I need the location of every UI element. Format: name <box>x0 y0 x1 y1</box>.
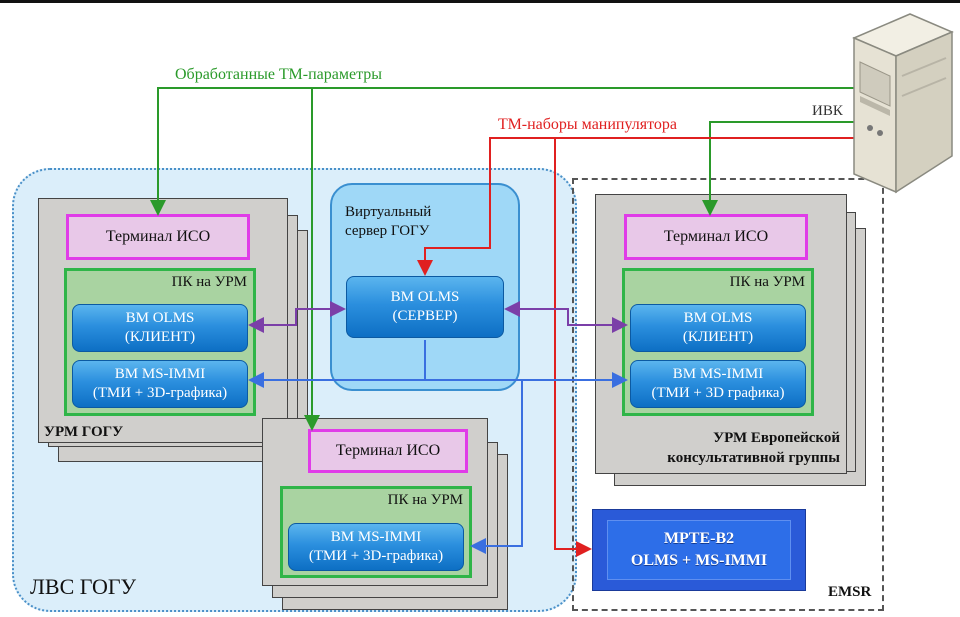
mpte-b2-line1: MPTE-B2 <box>663 530 735 548</box>
urm-euro-title-line2: консультативной группы <box>667 450 840 467</box>
urm-gogu-vm-olms-client: ВМ OLMS (КЛИЕНТ) <box>72 304 248 352</box>
lan-gogu-label: ЛВС ГОГУ <box>30 574 137 599</box>
virtual-server-title-line2: сервер ГОГУ <box>345 222 430 239</box>
urm-gogu-vm-ms-immi: ВМ MS-IMMI (ТМИ + 3D-графика) <box>72 360 248 408</box>
urm-gogu-vm-immi-line1: ВМ MS-IMMI <box>114 366 206 383</box>
urm-euro-pc: ПК на УРМ ВМ OLMS (КЛИЕНТ) ВМ MS-IMMI (Т… <box>622 268 814 416</box>
server-tower-icon <box>852 13 954 194</box>
urm-euro-vm-olms-line1: ВМ OLMS <box>683 310 753 327</box>
urm-euro-vm-olms-client: ВМ OLMS (КЛИЕНТ) <box>630 304 806 352</box>
urm-lower-pc: ПК на УРМ ВМ MS-IMMI (ТМИ + 3D-графика) <box>280 486 472 578</box>
mpte-b2-face: MPTE-B2 OLMS + MS-IMMI <box>607 520 791 580</box>
virtual-server-title: Виртуальный сервер ГОГУ <box>345 203 431 241</box>
urm-gogu-vm-olms-line2: (КЛИЕНТ) <box>124 329 196 345</box>
urm-euro-vm-immi-line1: ВМ MS-IMMI <box>672 366 764 383</box>
urm-gogu-vm-olms-line1: ВМ OLMS <box>125 310 195 327</box>
processed-tm-lines <box>150 87 862 431</box>
urm-euro-title-line1: УРМ Европейской <box>713 430 840 446</box>
virtual-server-title-line1: Виртуальный <box>345 204 432 220</box>
tm-sets-lines <box>417 137 862 557</box>
urm-euro-vm-immi-line2: (ТМИ + 3D графика) <box>651 385 785 401</box>
urm-lower-vm-immi-line1: ВМ MS-IMMI <box>330 529 422 546</box>
olms-lines <box>248 301 628 333</box>
emsr-region <box>572 178 884 611</box>
vm-olms-server: ВМ OLMS (СЕРВЕР) <box>346 276 504 338</box>
urm-lower-terminal: Терминал ИСО <box>308 429 468 473</box>
urm-lower-vm-immi-line2: (ТМИ + 3D-графика) <box>308 548 444 564</box>
urm-euro-pc-title: ПК на УРМ <box>729 274 805 290</box>
urm-euro-vm-olms-line2: (КЛИЕНТ) <box>682 329 754 345</box>
vm-olms-server-line1: ВМ OLMS <box>390 289 460 306</box>
processed-tm-label: Обработанные ТМ-параметры <box>175 66 383 83</box>
urm-gogu-pc-title: ПК на УРМ <box>171 274 247 290</box>
vm-olms-server-line2: (СЕРВЕР) <box>392 308 458 324</box>
mpte-b2-box: MPTE-B2 OLMS + MS-IMMI <box>592 509 806 591</box>
urm-euro-terminal: Терминал ИСО <box>624 214 808 260</box>
top-border <box>0 0 960 3</box>
urm-gogu-vm-immi-line2: (ТМИ + 3D-графика) <box>92 385 228 401</box>
ms-immi-lines <box>248 340 628 554</box>
urm-gogu-pc: ПК на УРМ ВМ OLMS (КЛИЕНТ) ВМ MS-IMMI (Т… <box>64 268 256 416</box>
urm-gogu-title: УРМ ГОГУ <box>44 424 124 440</box>
ivk-label: ИВК <box>812 103 843 119</box>
urm-lower-vm-ms-immi: ВМ MS-IMMI (ТМИ + 3D-графика) <box>288 523 464 571</box>
urm-euro-vm-ms-immi: ВМ MS-IMMI (ТМИ + 3D графика) <box>630 360 806 408</box>
urm-lower-pc-title: ПК на УРМ <box>387 492 463 508</box>
emsr-label: EMSR <box>828 584 872 600</box>
mpte-b2-line2: OLMS + MS-IMMI <box>630 552 768 569</box>
urm-euro-title: УРМ Европейской консультативной группы <box>628 428 840 469</box>
tm-sets-label: ТМ-наборы манипулятора <box>498 116 677 133</box>
